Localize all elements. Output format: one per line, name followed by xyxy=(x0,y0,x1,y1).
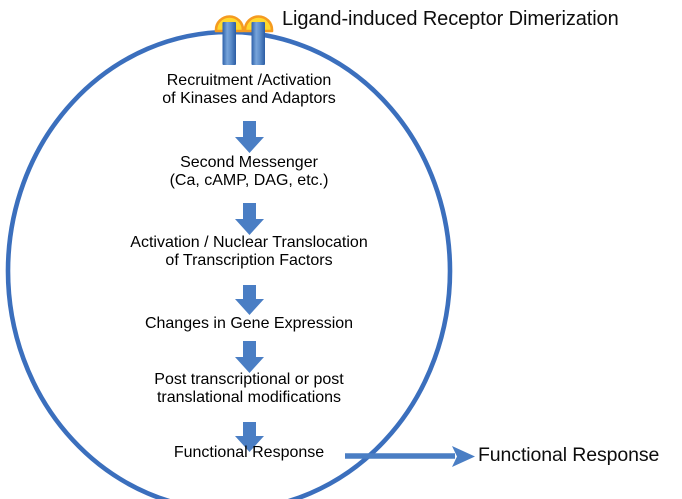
diagram-title: Ligand-induced Receptor Dimerization xyxy=(282,8,619,30)
step-recruitment-line-2: of Kinases and Adaptors xyxy=(162,90,336,107)
step-functional-response-line-1: Functional Response xyxy=(173,444,325,461)
step-recruitment-line-1: Recruitment /Activation xyxy=(166,72,332,89)
step-modifications-line-1: Post transcriptional or post xyxy=(154,371,344,388)
step-transcription-factors-line-1: Activation / Nuclear Translocation xyxy=(130,234,368,251)
step-second-messenger-line-1: Second Messenger xyxy=(180,154,318,171)
step-modifications: Post transcriptional or post translation… xyxy=(154,371,343,407)
step-functional-response: Functional Response xyxy=(174,444,324,462)
step-gene-expression: Changes in Gene Expression xyxy=(145,315,353,333)
step-modifications-line-2: translational modifications xyxy=(156,389,342,406)
step-recruitment: Recruitment /Activation of Kinases and A… xyxy=(162,72,335,108)
output-functional-response-label: Functional Response xyxy=(478,444,660,466)
step-second-messenger: Second Messenger (Ca, cAMP, DAG, etc.) xyxy=(170,154,329,190)
step-transcription-factors-line-2: of Transcription Factors xyxy=(165,252,333,269)
step-transcription-factors: Activation / Nuclear Translocation of Tr… xyxy=(130,234,367,270)
step-second-messenger-line-2: (Ca, cAMP, DAG, etc.) xyxy=(169,172,329,189)
step-gene-expression-line-1: Changes in Gene Expression xyxy=(144,315,354,332)
